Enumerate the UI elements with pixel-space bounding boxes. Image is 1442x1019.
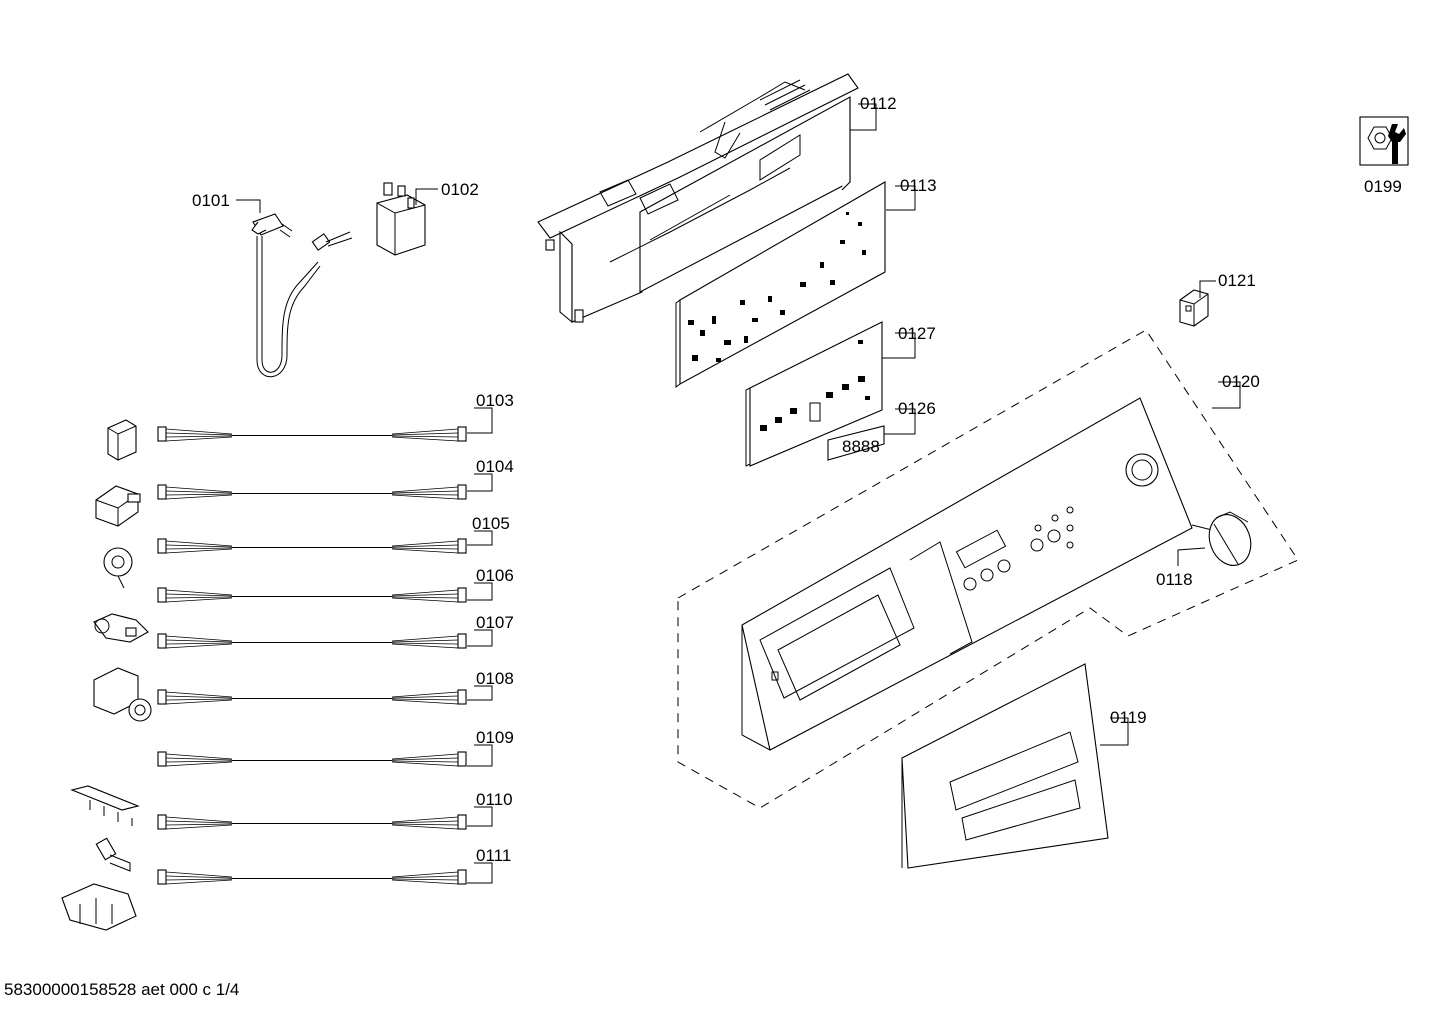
component-icons (61, 419, 152, 931)
main-pcb-part (675, 181, 886, 388)
label-0121: 0121 (1218, 271, 1256, 290)
label-0102: 0102 (441, 180, 479, 199)
drawer-handle-part (901, 663, 1109, 869)
label-0109: 0109 (476, 728, 514, 747)
valve-component (93, 613, 149, 643)
wrench-nut-icon (1359, 116, 1409, 166)
display-pcb-part (745, 321, 883, 467)
leader-lines (236, 103, 1241, 884)
door-lock-component (107, 419, 137, 461)
drawing-reference-footer: 58300000158528 aet 000 c 1/4 (4, 980, 240, 999)
label-0199: 0199 (1364, 177, 1402, 196)
label-0104: 0104 (476, 457, 514, 476)
label-0105: 0105 (472, 514, 510, 533)
label-0108: 0108 (476, 669, 514, 688)
label-0119: 0119 (1110, 708, 1147, 727)
pressure-switch-component (95, 485, 141, 527)
label-0111: 0111 (476, 846, 511, 865)
fascia-panel-part (741, 397, 1193, 751)
drain-pump-component (93, 667, 152, 722)
heater-component (70, 785, 140, 826)
part-labels: 0101 0102 0103 0104 0105 0106 0107 0108 … (192, 94, 1402, 865)
label-0112: 0112 (860, 94, 897, 113)
label-0106: 0106 (476, 566, 514, 585)
power-cord-part (251, 213, 353, 378)
label-0103: 0103 (476, 391, 514, 410)
label-0107: 0107 (476, 613, 514, 632)
label-0120: 0120 (1222, 372, 1260, 391)
level-sensor-component (103, 547, 133, 589)
label-0110: 0110 (476, 790, 513, 809)
filter-capacitor-part (376, 182, 426, 256)
lcd-display-digits: 8888 (842, 437, 880, 456)
label-0113: 0113 (900, 176, 937, 195)
wire-harness-group (157, 426, 467, 885)
fascia-assembly-outline (677, 329, 1299, 809)
ntc-sensor-component (95, 837, 131, 872)
label-0126: 0126 (898, 399, 936, 418)
control-module-housing-part (537, 73, 859, 324)
label-0101: 0101 (192, 191, 230, 210)
program-knob-part (1191, 511, 1252, 566)
label-0127: 0127 (898, 324, 936, 343)
clip-part (1179, 289, 1209, 327)
lcd-display-part: 8888 (827, 425, 885, 461)
label-0118: 0118 (1156, 570, 1193, 589)
motor-component (61, 883, 137, 931)
